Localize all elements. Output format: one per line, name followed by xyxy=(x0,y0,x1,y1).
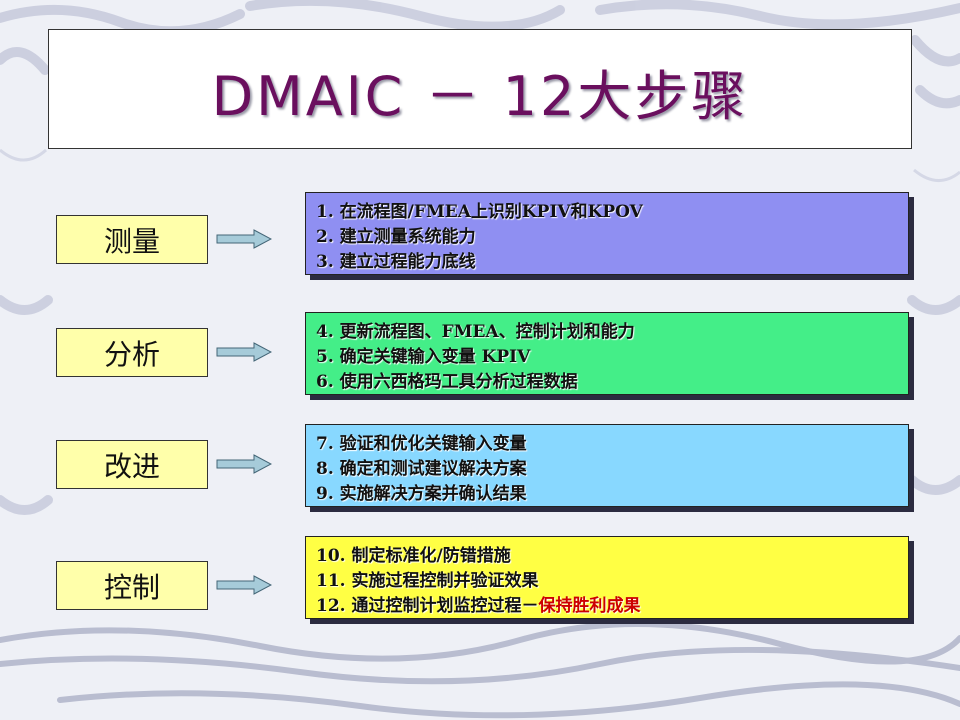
step-text: 11. 实施过程控制并验证效果 xyxy=(316,571,539,591)
step-text: 9. 实施解决方案并确认结果 xyxy=(316,484,527,504)
step-text: 2. 建立测量系统能力 xyxy=(316,227,476,247)
step-item: 6. 使用六西格玛工具分析过程数据 xyxy=(316,370,898,395)
phase-label: 分析 xyxy=(103,337,160,371)
arrow-right-icon xyxy=(216,575,272,595)
step-item: 12. 通过控制计划监控过程－保持胜利成果 xyxy=(316,594,898,619)
steps-box-improve: 7. 验证和优化关键输入变量 8. 确定和测试建议解决方案 9. 实施解决方案并确认… xyxy=(305,424,909,507)
title-box: DMAIC － 12大步骤 xyxy=(48,29,912,149)
phase-analyze: 分析 xyxy=(56,328,208,377)
step-item: 1. 在流程图/FMEA上识别KPIV和KPOV xyxy=(316,200,898,225)
step-text: 3. 建立过程能力底线 xyxy=(316,252,476,272)
phase-control: 控制 xyxy=(56,561,208,610)
phase-label: 测量 xyxy=(103,224,160,258)
step-item: 7. 验证和优化关键输入变量 xyxy=(316,432,898,457)
phase-improve: 改进 xyxy=(56,440,208,489)
step-item: 3. 建立过程能力底线 xyxy=(316,250,898,275)
arrow-right-icon xyxy=(216,342,272,362)
step-item: 4. 更新流程图、FMEA、控制计划和能力 xyxy=(316,320,898,345)
steps-box-control: 10. 制定标准化/防错措施 11. 实施过程控制并验证效果 12. 通过控制计划监… xyxy=(305,536,909,619)
steps-box-analyze: 4. 更新流程图、FMEA、控制计划和能力 5. 确定关键输入变量 KPIV 6. … xyxy=(305,312,909,395)
steps-box-measure: 1. 在流程图/FMEA上识别KPIV和KPOV 2. 建立测量系统能力 3. 建立… xyxy=(305,192,909,275)
step-item: 9. 实施解决方案并确认结果 xyxy=(316,482,898,507)
step-item: 8. 确定和测试建议解决方案 xyxy=(316,457,898,482)
phase-label: 改进 xyxy=(103,449,160,483)
step-highlight: 保持胜利成果 xyxy=(538,596,641,616)
step-text: 1. 在流程图/FMEA上识别KPIV和KPOV xyxy=(316,202,643,222)
step-text: 4. 更新流程图、FMEA、控制计划和能力 xyxy=(316,322,635,342)
step-text: 10. 制定标准化/防错措施 xyxy=(316,546,511,566)
page-title: DMAIC － 12大步骤 xyxy=(211,65,749,128)
phase-measure: 测量 xyxy=(56,215,208,264)
step-item: 5. 确定关键输入变量 KPIV xyxy=(316,345,898,370)
step-text: 7. 验证和优化关键输入变量 xyxy=(316,434,527,454)
step-item: 2. 建立测量系统能力 xyxy=(316,225,898,250)
step-item: 10. 制定标准化/防错措施 xyxy=(316,544,898,569)
step-text: 12. 通过控制计划监控过程－ xyxy=(316,596,539,616)
phase-label: 控制 xyxy=(103,570,160,604)
step-text: 5. 确定关键输入变量 KPIV xyxy=(316,347,531,367)
arrow-right-icon xyxy=(216,454,272,474)
step-text: 8. 确定和测试建议解决方案 xyxy=(316,459,527,479)
step-item: 11. 实施过程控制并验证效果 xyxy=(316,569,898,594)
arrow-right-icon xyxy=(216,229,272,249)
step-text: 6. 使用六西格玛工具分析过程数据 xyxy=(316,372,578,392)
